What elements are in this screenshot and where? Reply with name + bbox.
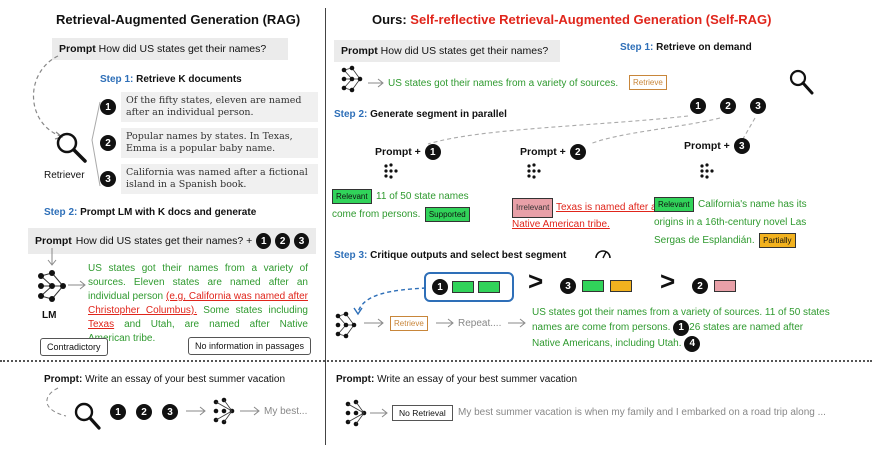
contradictory-tag: Contradictory <box>40 338 108 356</box>
rag-doc-2: 2 Popular names by states. In Texas, Emm… <box>100 128 318 158</box>
network-icon <box>384 163 398 179</box>
repeat-arrow-2 <box>436 318 454 328</box>
best-segment-box: 1 <box>424 272 514 302</box>
gauge-icon <box>595 250 611 259</box>
rag-doc-3: 3 California was named after a fictional… <box>100 164 318 194</box>
rag-output: US states got their names from a variety… <box>88 263 308 344</box>
bottom-right-output: My best summer vacation is when my famil… <box>458 407 826 418</box>
no-retrieval-tag: No Retrieval <box>392 405 453 421</box>
retrieve-tag: Retrieve <box>629 75 667 90</box>
magnifier-icon <box>789 69 814 95</box>
network-icon <box>335 311 357 339</box>
gt-1: > <box>528 266 544 296</box>
rag-step2: Step 2: Prompt LM with K docs and genera… <box>44 207 257 218</box>
selfrag-prompt: Prompt How did US states get their names… <box>334 40 560 62</box>
lm-label: LM <box>42 310 57 321</box>
rank-segment-2: 2 <box>692 278 736 294</box>
bottom-left-arrow-1 <box>186 406 206 416</box>
selfrag-step2: Step 2: Generate segment in parallel <box>334 109 507 120</box>
horizontal-divider <box>0 360 872 362</box>
selfrag-final-output: US states got their names from a variety… <box>532 306 832 352</box>
rag-prompt2: Prompt How did US states get their names… <box>28 228 316 254</box>
repeat-arrow-1 <box>364 318 384 328</box>
segment-1-body: Relevant 11 of 50 state names come from … <box>332 189 470 222</box>
bottom-right-arrow <box>370 408 388 418</box>
vertical-divider <box>325 8 326 445</box>
segment-2-body: Irrelevant Texas is named after a Native… <box>512 198 662 232</box>
bottom-left-dashed <box>46 387 67 417</box>
lm-arrow <box>68 280 86 290</box>
segment-dashed-arrows <box>427 115 756 145</box>
no-info-tag: No information in passages <box>188 337 312 355</box>
network-icon <box>38 270 66 302</box>
rag-dashed-arrow <box>32 55 64 140</box>
segment-2-header: Prompt +2 <box>520 144 586 160</box>
segment-3-header: Prompt +3 <box>684 138 750 154</box>
feedback-arrow <box>353 287 427 316</box>
network-icon <box>341 65 363 93</box>
magnifier-icon <box>74 402 101 430</box>
bottom-left-arrow-2 <box>240 406 260 416</box>
repeat-label: Repeat.... <box>458 318 502 329</box>
network-icon <box>700 163 714 179</box>
bottom-right-prompt: Prompt: Write an essay of your best summ… <box>336 374 578 385</box>
selfrag-title: Ours: Self-reflective Retrieval-Augmente… <box>372 12 772 27</box>
rag-title: Retrieval-Augmented Generation (RAG) <box>56 12 301 27</box>
selfrag-gen1: US states got their names from a variety… <box>388 78 619 89</box>
rag-prompt: Prompt How did US states get their names… <box>52 38 288 60</box>
retriever-braces <box>91 101 101 187</box>
gt-2: > <box>660 266 676 296</box>
bottom-left-prompt: Prompt: Write an essay of your best summ… <box>44 374 286 385</box>
bottom-left-output: My best... <box>264 406 308 417</box>
rag-doc-1: 1 Of the fifty states, eleven are named … <box>100 92 318 122</box>
gen1-arrow <box>368 78 384 88</box>
network-icon <box>527 163 541 179</box>
segment-1-header: Prompt +1 <box>375 144 441 160</box>
magnifier-icon <box>56 132 87 163</box>
selfrag-step3: Step 3: Critique outputs and select best… <box>334 250 567 261</box>
prompt-down-arrow <box>47 248 57 266</box>
retrieve-tag-2: Retrieve <box>390 316 428 331</box>
retriever-label: Retriever <box>44 170 85 181</box>
network-icon <box>213 397 235 425</box>
rag-step1: Step 1: Retrieve K documents <box>100 74 242 85</box>
selfrag-step1: Step 1: Retrieve on demand <box>620 42 752 53</box>
repeat-arrow-3 <box>508 318 526 328</box>
rank-segment-3: 3 <box>560 278 632 294</box>
segment-3-body: Relevant California's name has its origi… <box>654 197 807 248</box>
network-icon <box>345 399 367 427</box>
